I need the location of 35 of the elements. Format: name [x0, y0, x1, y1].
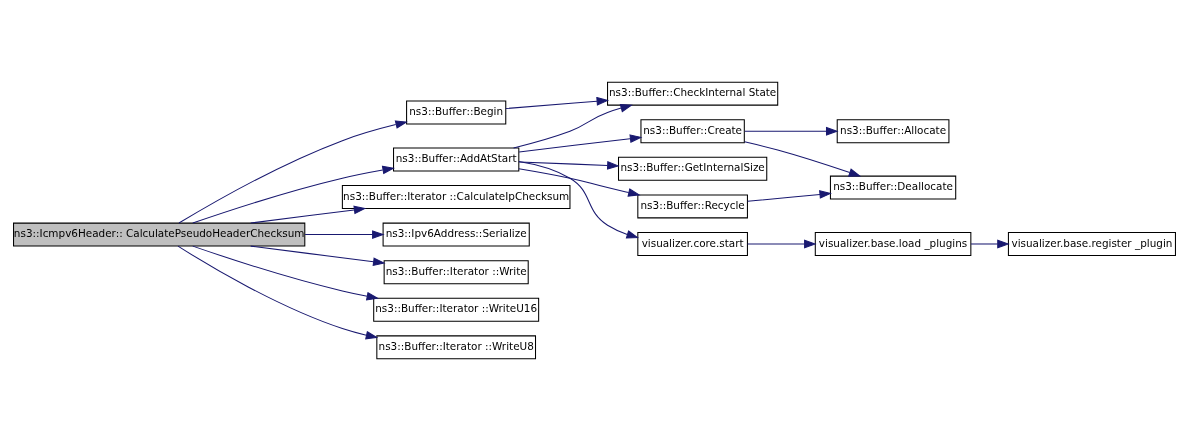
node-box: ns3::Buffer::AddAtStart [393, 147, 520, 172]
node-box: visualizer.base.load _plugins [814, 232, 972, 256]
node-box: visualizer.base.register _plugin [1007, 232, 1176, 256]
node-box: ns3::Buffer::Iterator ::WriteU16 [373, 297, 540, 322]
arrow [178, 120, 408, 224]
node-box: ns3::Buffer::GetInternalSize [618, 156, 768, 181]
node-box: ns3::Buffer::Iterator ::Write [383, 260, 529, 285]
arrow [970, 239, 1010, 249]
arrow [177, 245, 379, 340]
node-box: ns3::Ipv6Address::Serialize [382, 222, 530, 247]
arrow [513, 103, 633, 149]
arrow [744, 126, 839, 136]
arrow [250, 205, 367, 224]
arrow [250, 245, 386, 267]
node-box: ns3::Buffer::Create [640, 119, 745, 144]
node-box: ns3::Buffer::Allocate [836, 119, 950, 144]
node-box: visualizer.core.start [637, 232, 748, 256]
arrow [747, 239, 817, 249]
node-box: ns3::Buffer::Iterator ::WriteU8 [376, 335, 537, 360]
node-box: ns3::Buffer::Recycle [637, 194, 748, 219]
arrow [744, 141, 862, 177]
arrow [747, 190, 832, 202]
arrow [518, 134, 643, 153]
node-box: ns3::Buffer::Iterator ::CalculateIpChecksum [341, 185, 571, 209]
arrow [192, 165, 395, 224]
arrow [304, 230, 385, 239]
node-box: ns3::Buffer::Deallocate [829, 175, 957, 200]
arrow [518, 161, 639, 239]
arrow [518, 161, 620, 170]
node-box: ns3::Icmpv6Header:: CalculatePseudoHeaderChecksum [13, 222, 306, 247]
arrow [192, 245, 380, 301]
node-box: ns3::Buffer::Begin [406, 100, 507, 125]
arrow [518, 168, 641, 197]
arrow [505, 96, 610, 110]
node-box: ns3::Buffer::CheckInternal State [607, 81, 779, 106]
